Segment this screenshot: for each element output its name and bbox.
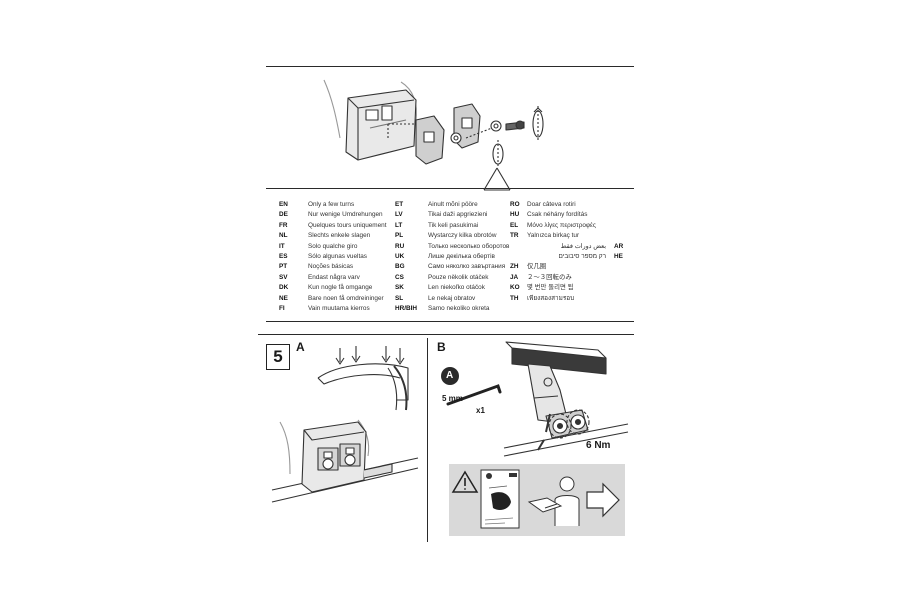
panel-b-label: B [437,340,446,354]
read-manual-panel [449,464,625,536]
tool-quantity-label: x1 [476,406,485,415]
foot-pack-illustration [323,79,544,191]
mid-rule [266,188,634,189]
step-number: 5 [266,344,290,370]
top-rule [266,66,634,67]
tool-badge: A [446,370,454,381]
panel-a-label: A [296,340,305,354]
panel-b-illustration [503,341,629,457]
tool-size-label: 5 mm [442,394,463,403]
panel-a-illustration [271,346,419,503]
lang-bottom-rule [266,321,634,322]
torque-value: 6 Nm [586,440,611,451]
step-top-rule [258,334,634,335]
step-divider [427,338,428,542]
allen-key-illustration [441,367,502,406]
